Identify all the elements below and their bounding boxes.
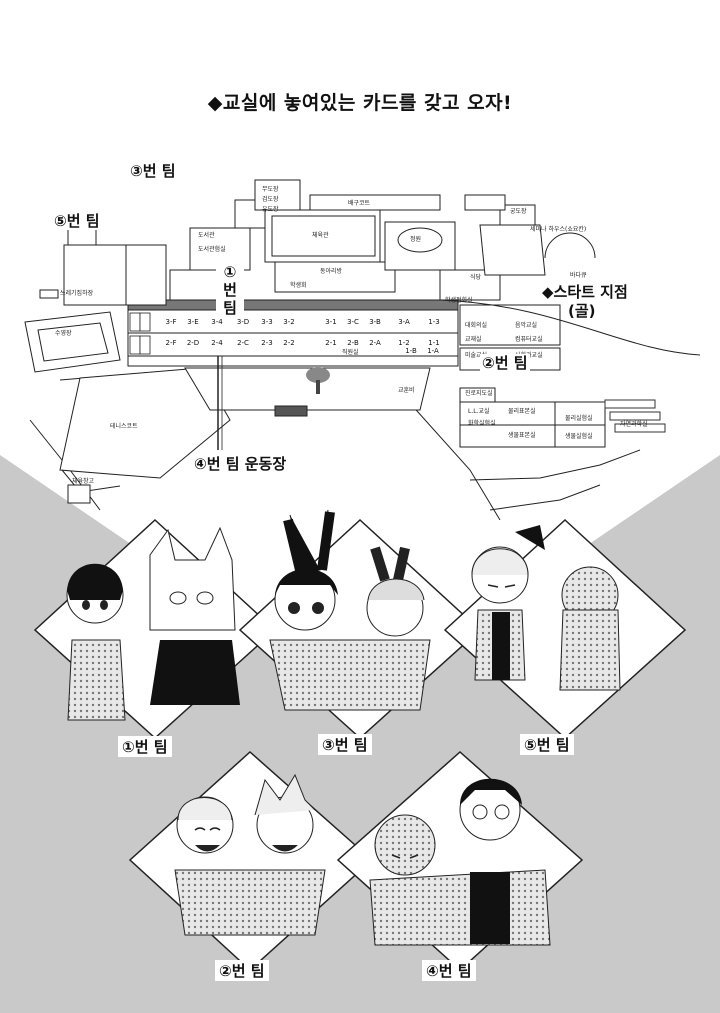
bike-label: 바다큐: [570, 272, 587, 279]
physics-label: 물리표본실: [508, 408, 536, 415]
room: [300, 336, 320, 351]
classroom-row-top: 3-F 3-E 3-4 3-D 3-3 3-2 3-1 3-C 3-B 3-A …: [160, 315, 450, 330]
room: 3-4: [211, 318, 223, 326]
chem-label: 화학실험실: [468, 420, 496, 427]
phys-lab-label: 물리실험실: [565, 415, 593, 422]
computer-label: 컴퓨터교실: [515, 336, 543, 343]
library-club-label: 도서관험실: [198, 246, 226, 253]
room: 2-B: [347, 339, 359, 347]
map-team3-label: ③번 팀: [128, 162, 178, 180]
library-label: 도서관: [198, 232, 215, 239]
team5-label: ⑤번 팀: [520, 734, 574, 755]
team2-label: ②번 팀: [215, 960, 269, 981]
room: 3-E: [187, 318, 199, 326]
meeting-label: 대회의실: [465, 322, 488, 329]
map-goal-label: (골): [566, 302, 598, 320]
campus-map: [24, 179, 701, 520]
room: [300, 315, 320, 330]
guidance-label: 진로지도실: [465, 390, 493, 397]
student-council-label: 학생회: [290, 282, 307, 289]
tennis-label: 테니스코트: [110, 423, 138, 430]
room: 1-2: [398, 339, 410, 347]
faculty-label: 교재실: [465, 336, 482, 343]
room: 3-F: [165, 318, 177, 326]
map-team2-label: ②번 팀: [480, 354, 530, 372]
music-label: 음악교실: [515, 322, 538, 329]
room: 2-2: [283, 339, 295, 347]
classroom-row-low: 1-B 1-A: [400, 344, 444, 359]
map-team1-label: ①번 팀: [216, 263, 244, 317]
room: 2-A: [369, 339, 381, 347]
dojo-label: 무도장: [262, 186, 279, 193]
map-team5-label: ⑤번 팀: [52, 212, 102, 230]
nature-label: 자연과학실: [620, 421, 648, 428]
room: 3-B: [369, 318, 381, 326]
team4-label: ④번 팀: [422, 960, 476, 981]
page-title: ◆교실에 놓여있는 카드를 갖고 오자!: [207, 92, 513, 114]
room: 1-A: [427, 347, 439, 355]
garden-label: 정원: [410, 236, 422, 243]
classroom-row-bottom: 2-F 2-D 2-4 2-C 2-3 2-2 2-1 2-B 2-A 1-2 …: [160, 336, 450, 351]
room: 2-C: [237, 339, 249, 347]
room: 2-4: [211, 339, 223, 347]
pool-label: 수영장: [55, 330, 72, 337]
room: 2-1: [325, 339, 337, 347]
student-room-label: 학생접회실: [445, 297, 473, 304]
bio-label: 생물표본실: [508, 432, 536, 439]
room: 1-B: [405, 347, 417, 355]
ll-label: L.L.교실: [468, 408, 490, 415]
room: 2-3: [261, 339, 273, 347]
room: 1-1: [428, 339, 440, 347]
room: 3-C: [347, 318, 359, 326]
seminar-label: 세미나 하우스(쇼요칸): [530, 226, 587, 233]
room: 2-D: [186, 339, 200, 347]
room: 3-D: [236, 318, 250, 326]
bio-lab-label: 생물실험실: [565, 433, 593, 440]
cafeteria-label: 식당: [470, 274, 482, 281]
volleyball-label: 배구코트: [348, 200, 371, 207]
club-label: 동아리방: [320, 268, 343, 275]
room: 3-2: [283, 318, 295, 326]
room: 3-A: [398, 318, 410, 326]
room: 3-3: [261, 318, 273, 326]
trash-label: 쓰레기집하장: [60, 290, 94, 297]
room: 2-F: [165, 339, 177, 347]
judo-label: 유도장: [262, 206, 279, 213]
monument-label: 교훈비: [398, 387, 415, 394]
archery-label: 궁도장: [510, 208, 527, 215]
room: 3-1: [325, 318, 337, 326]
pe-storage-label: 체육창고: [72, 478, 95, 485]
map-start-label: ◆스타트 지점: [540, 283, 630, 301]
arts-label: 미술교실: [465, 352, 488, 359]
team1-label: ①번 팀: [118, 736, 172, 757]
gym-label: 체육관: [312, 232, 329, 239]
map-team4-label: ④번 팀 운동장: [192, 455, 289, 473]
team3-label: ③번 팀: [318, 734, 372, 755]
kendo-label: 검도장: [262, 196, 279, 203]
press-label: 직원실: [342, 349, 359, 356]
room: 1-3: [428, 318, 440, 326]
